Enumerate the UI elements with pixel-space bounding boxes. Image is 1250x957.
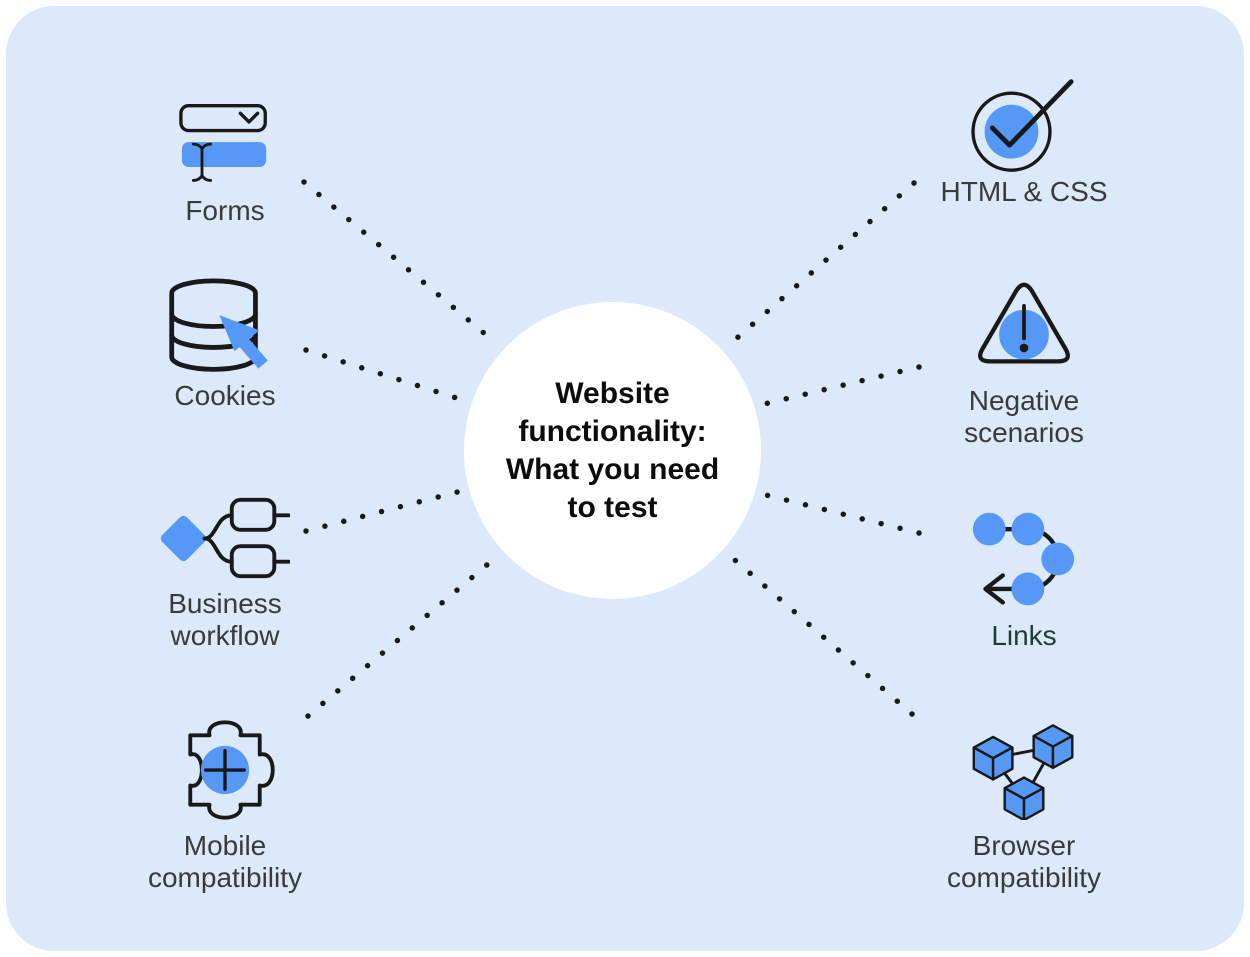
checkmark-icon xyxy=(989,79,1074,148)
center-topic-bubble: Website functionality: What you need to … xyxy=(464,302,761,599)
center-title-line: functionality: xyxy=(518,414,707,448)
decision-diamond-icon xyxy=(160,515,207,562)
center-title-line: Website xyxy=(555,376,670,410)
form-input-icon xyxy=(179,103,267,182)
cube-icon xyxy=(1003,776,1045,820)
node-business-workflow: Business workflow xyxy=(105,495,345,652)
flowchart-icon xyxy=(160,497,290,579)
connector-html-css xyxy=(726,180,917,348)
cursor-icon xyxy=(219,315,260,352)
cubes-network-icon xyxy=(972,724,1074,820)
path-arrow-icon xyxy=(972,512,1075,606)
connector-links xyxy=(755,490,922,536)
node-label: Negative scenarios xyxy=(964,385,1084,448)
chevron-down-icon xyxy=(238,111,260,124)
node-browser-compatibility: Browser compatibility xyxy=(904,708,1144,894)
node-links: Links xyxy=(904,506,1144,652)
node-negative-scenarios: Negative scenarios xyxy=(904,281,1144,449)
arrow-left-icon xyxy=(983,573,1005,605)
warning-triangle-icon xyxy=(978,282,1070,364)
node-label: HTML & CSS xyxy=(940,176,1108,207)
node-cookies: Cookies xyxy=(105,277,345,412)
node-forms: Forms xyxy=(105,103,345,227)
node-label: Business workflow xyxy=(168,588,282,651)
node-label: Mobile compatibility xyxy=(147,830,303,893)
cube-icon xyxy=(972,735,1014,781)
database-cursor-icon xyxy=(169,278,268,372)
node-label: Forms xyxy=(185,195,265,226)
node-label: Links xyxy=(991,620,1057,651)
center-title-line: What you need xyxy=(505,452,720,486)
node-html-css: HTML & CSS xyxy=(904,74,1144,208)
connector-browser-compatibility xyxy=(725,551,915,717)
node-label: Browser compatibility xyxy=(946,830,1102,893)
puzzle-plus-icon xyxy=(188,720,275,820)
cube-icon xyxy=(1032,724,1074,770)
connector-negative-scenarios xyxy=(757,364,922,408)
check-circle-icon xyxy=(971,79,1074,172)
text-cursor-icon xyxy=(191,142,213,151)
center-title-line: to test xyxy=(567,490,658,524)
node-mobile-compatibility: Mobile compatibility xyxy=(105,716,345,894)
node-label: Cookies xyxy=(174,380,276,411)
